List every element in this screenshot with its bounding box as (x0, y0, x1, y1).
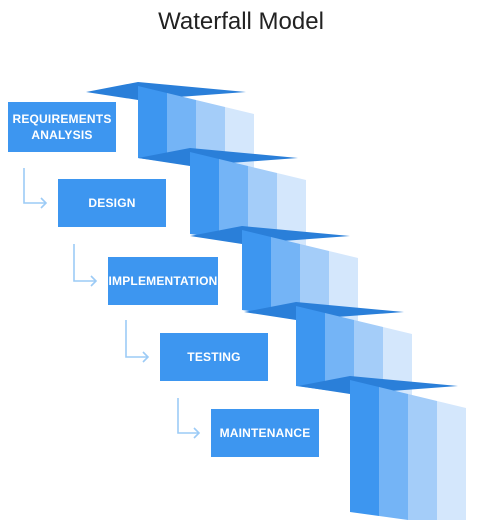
stair-column (325, 313, 354, 394)
stair-column (219, 159, 248, 242)
stage-maintenance: MAINTENANCE (211, 409, 319, 457)
stair-column (350, 380, 379, 516)
stair-tread (244, 302, 404, 320)
stair-column (167, 93, 196, 166)
stair-column (248, 166, 277, 246)
stair-column (379, 387, 408, 520)
stair-column (408, 394, 437, 520)
stage-implementation: IMPLEMENTATION (108, 257, 218, 305)
stage-testing: TESTING (160, 333, 268, 381)
stair-tread (86, 82, 246, 100)
stair-column (296, 306, 325, 390)
stair-column (190, 152, 219, 238)
stair-column (138, 86, 167, 162)
diagram-title: Waterfall Model (158, 8, 324, 35)
stair-column (300, 244, 329, 322)
stair-column (271, 237, 300, 318)
stair-tread (138, 148, 298, 166)
stair-tread (190, 226, 350, 244)
stair-column (242, 230, 271, 314)
stair-tread (298, 376, 458, 394)
stage-design: DESIGN (58, 179, 166, 227)
stair-column (437, 401, 466, 520)
stage-requirements-analysis: REQUIREMENTS ANALYSIS (8, 102, 116, 152)
